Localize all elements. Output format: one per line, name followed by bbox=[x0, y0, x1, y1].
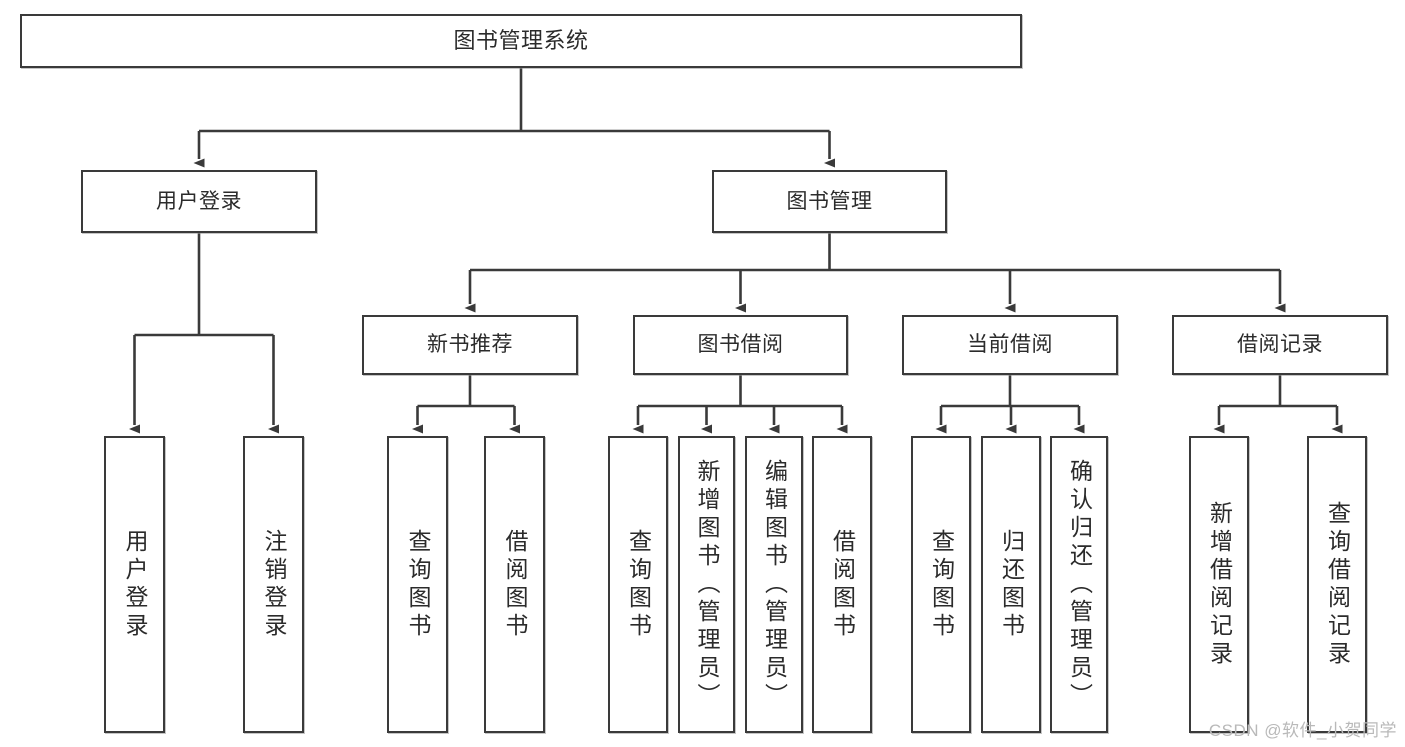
node-label: 查询图书 bbox=[405, 528, 431, 641]
node-l13[interactable]: 查询借阅记录 bbox=[1307, 436, 1367, 733]
node-label: 查询图书 bbox=[625, 528, 652, 641]
node-bookmgmt[interactable]: 图书管理 bbox=[712, 170, 947, 233]
node-l3[interactable]: 查询图书 bbox=[387, 436, 448, 733]
node-l9[interactable]: 查询图书 bbox=[911, 436, 971, 733]
node-label: 编辑图书（管理员） bbox=[761, 458, 788, 711]
node-l8[interactable]: 借阅图书 bbox=[812, 436, 872, 733]
node-label: 借阅记录 bbox=[1237, 333, 1323, 357]
node-borrow[interactable]: 图书借阅 bbox=[633, 315, 848, 375]
node-login[interactable]: 用户登录 bbox=[81, 170, 317, 233]
node-label: 用户登录 bbox=[156, 189, 242, 213]
node-label: 新增图书（管理员） bbox=[694, 458, 720, 711]
csdn-watermark: CSDN @软件_小贺同学 bbox=[1208, 721, 1397, 740]
node-label: 图书管理 bbox=[786, 189, 873, 213]
node-l10[interactable]: 归还图书 bbox=[981, 436, 1041, 733]
node-l6[interactable]: 新增图书（管理员） bbox=[678, 436, 735, 733]
node-label: 用户登录 bbox=[122, 528, 148, 641]
node-label: 借阅图书 bbox=[502, 528, 528, 641]
node-l4[interactable]: 借阅图书 bbox=[484, 436, 545, 733]
node-label: 注销登录 bbox=[261, 528, 287, 641]
node-root[interactable]: 图书管理系统 bbox=[20, 14, 1022, 68]
node-l5[interactable]: 查询图书 bbox=[608, 436, 668, 733]
node-l7[interactable]: 编辑图书（管理员） bbox=[745, 436, 803, 733]
node-label: 图书管理系统 bbox=[453, 27, 589, 53]
node-current[interactable]: 当前借阅 bbox=[902, 315, 1118, 375]
node-label: 新增借阅记录 bbox=[1206, 500, 1233, 669]
node-label: 归还图书 bbox=[998, 528, 1025, 641]
node-l2[interactable]: 注销登录 bbox=[243, 436, 304, 733]
node-l11[interactable]: 确认归还（管理员） bbox=[1050, 436, 1108, 733]
node-label: 新书推荐 bbox=[427, 333, 513, 357]
node-label: 借阅图书 bbox=[829, 528, 856, 641]
node-records[interactable]: 借阅记录 bbox=[1172, 315, 1388, 375]
node-newrec[interactable]: 新书推荐 bbox=[362, 315, 578, 375]
node-label: 图书借阅 bbox=[697, 333, 784, 357]
node-l12[interactable]: 新增借阅记录 bbox=[1189, 436, 1249, 733]
node-label: 当前借阅 bbox=[967, 333, 1053, 357]
node-l1[interactable]: 用户登录 bbox=[104, 436, 165, 733]
node-label: 确认归还（管理员） bbox=[1066, 458, 1093, 711]
node-label: 查询借阅记录 bbox=[1324, 500, 1351, 669]
node-label: 查询图书 bbox=[928, 528, 955, 641]
